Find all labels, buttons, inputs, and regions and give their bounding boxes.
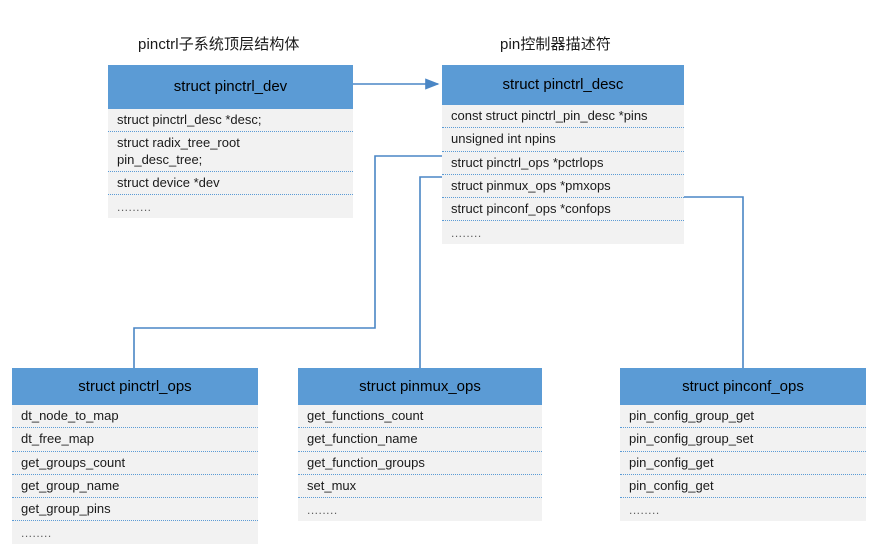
struct-header-pinctrl-ops: struct pinctrl_ops bbox=[12, 368, 258, 405]
struct-field-row[interactable]: get_function_name bbox=[298, 428, 542, 452]
struct-rows-pinconf-ops: pin_config_group_get pin_config_group_se… bbox=[620, 405, 866, 521]
struct-rows-pinctrl-desc: const struct pinctrl_pin_desc *pins unsi… bbox=[442, 105, 684, 244]
connector-confops-to-pinconf-ops bbox=[684, 196, 744, 368]
struct-field-row[interactable]: struct pinctrl_ops *pctrlops bbox=[442, 152, 684, 175]
struct-field-row[interactable]: dt_node_to_map bbox=[12, 405, 258, 429]
struct-field-row[interactable]: dt_free_map bbox=[12, 428, 258, 452]
struct-rows-pinmux-ops: get_functions_count get_function_name ge… bbox=[298, 405, 542, 521]
struct-box-pinctrl-dev[interactable]: struct pinctrl_dev struct pinctrl_desc *… bbox=[108, 65, 353, 218]
struct-field-row[interactable]: pin_config_group_set bbox=[620, 428, 866, 452]
struct-field-row-ellipsis: ......... bbox=[117, 200, 152, 214]
connector-pmxops-to-pinmux-ops bbox=[419, 176, 442, 368]
struct-field-row[interactable]: get_group_name bbox=[12, 475, 258, 498]
struct-field-row[interactable]: struct radix_tree_root pin_desc_tree; bbox=[108, 132, 353, 172]
struct-header-pinctrl-desc: struct pinctrl_desc bbox=[442, 65, 684, 105]
struct-field-row[interactable]: get_function_groups bbox=[298, 452, 542, 475]
struct-field-row-ellipsis: ........ bbox=[21, 526, 52, 541]
struct-rows-pinctrl-ops: dt_node_to_map dt_free_map get_groups_co… bbox=[12, 405, 258, 544]
caption-pin-controller-descriptor: pin控制器描述符 bbox=[500, 36, 611, 53]
struct-field-row[interactable]: unsigned int npins bbox=[442, 128, 684, 152]
struct-rows-pinctrl-dev: struct pinctrl_desc *desc; struct radix_… bbox=[108, 109, 353, 218]
struct-field-row[interactable]: struct device *dev bbox=[108, 172, 353, 195]
struct-field-row[interactable]: pin_config_get bbox=[620, 452, 866, 475]
struct-header-pinconf-ops: struct pinconf_ops bbox=[620, 368, 866, 405]
struct-field-row[interactable]: const struct pinctrl_pin_desc *pins bbox=[442, 105, 684, 129]
struct-field-row[interactable]: get_functions_count bbox=[298, 405, 542, 429]
struct-field-row-ellipsis: ........ bbox=[307, 503, 338, 517]
struct-field-row[interactable]: struct pinconf_ops *confops bbox=[442, 198, 684, 222]
struct-box-pinctrl-desc[interactable]: struct pinctrl_desc const struct pinctrl… bbox=[442, 65, 684, 245]
struct-field-row[interactable]: pin_config_group_get bbox=[620, 405, 866, 429]
struct-field-row[interactable]: get_group_pins bbox=[12, 498, 258, 522]
struct-box-pinctrl-ops[interactable]: struct pinctrl_ops dt_node_to_map dt_fre… bbox=[12, 368, 258, 545]
struct-field-row[interactable]: struct pinmux_ops *pmxops bbox=[442, 175, 684, 198]
struct-field-row[interactable]: set_mux bbox=[298, 475, 542, 498]
struct-field-row[interactable]: pin_config_get bbox=[620, 475, 866, 498]
struct-header-pinctrl-dev: struct pinctrl_dev bbox=[108, 65, 353, 109]
struct-header-pinmux-ops: struct pinmux_ops bbox=[298, 368, 542, 405]
struct-field-row-ellipsis: ........ bbox=[629, 503, 660, 517]
struct-field-row[interactable]: get_groups_count bbox=[12, 452, 258, 475]
struct-field-row[interactable]: struct pinctrl_desc *desc; bbox=[108, 109, 353, 133]
struct-box-pinconf-ops[interactable]: struct pinconf_ops pin_config_group_get … bbox=[620, 368, 866, 521]
struct-field-row-ellipsis: ........ bbox=[451, 226, 482, 241]
struct-box-pinmux-ops[interactable]: struct pinmux_ops get_functions_count ge… bbox=[298, 368, 542, 521]
caption-pinctrl-subsystem: pinctrl子系统顶层结构体 bbox=[138, 36, 300, 53]
